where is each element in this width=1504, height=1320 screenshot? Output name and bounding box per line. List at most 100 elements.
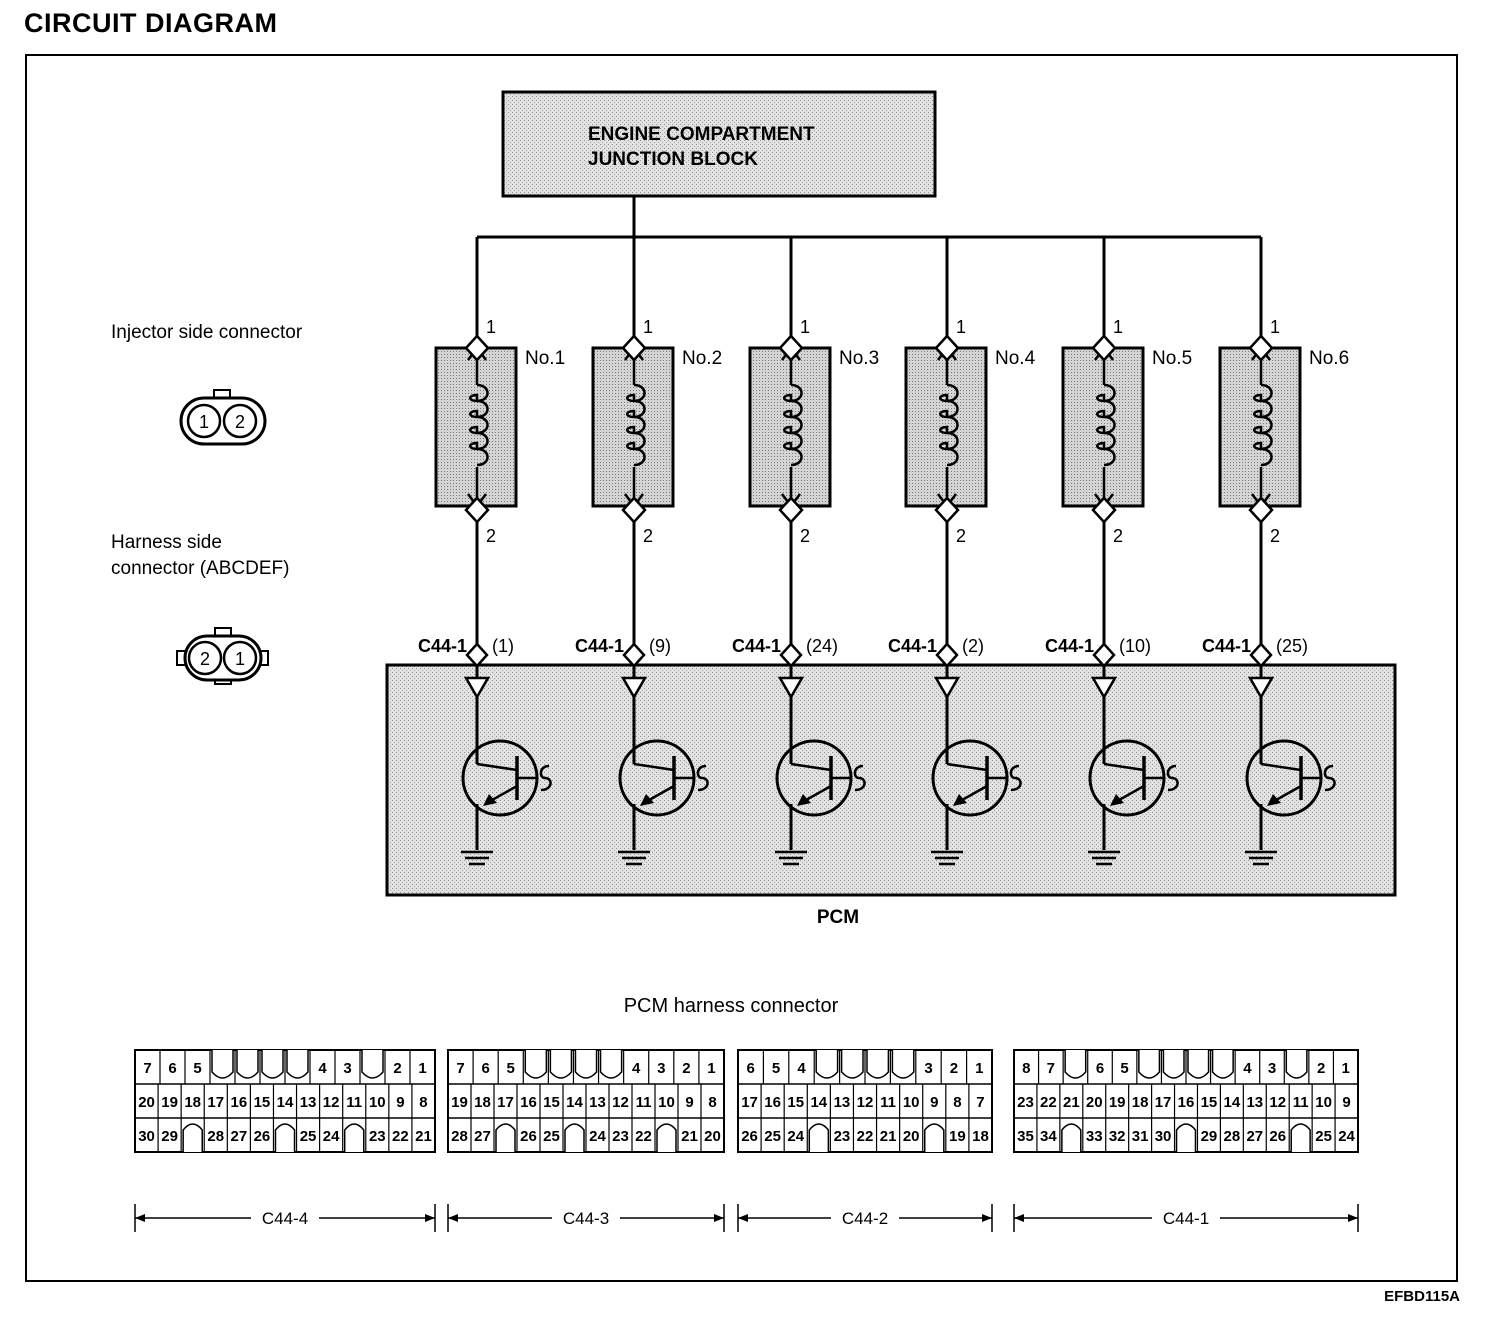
driver-transistor-icon (775, 666, 866, 866)
harness-pin-label: 11 (346, 1094, 362, 1111)
harness-pin-label: 25 (300, 1128, 317, 1145)
driver-transistor-icon (461, 666, 552, 866)
coil-icon (1096, 383, 1116, 467)
harness-pin-label: 24 (323, 1128, 340, 1145)
harness-pin-label: 1 (1342, 1060, 1350, 1077)
pcm-pin-number-label: (1) (492, 636, 514, 656)
harness-pin-label: 10 (369, 1094, 386, 1111)
harness-pin-label: 15 (543, 1094, 560, 1111)
harness-pin-label: 21 (880, 1128, 897, 1145)
harness-pin-label: 18 (972, 1128, 989, 1145)
harness-connector-name: C44-2 (842, 1209, 888, 1228)
harness-side-connector-symbol: 2 1 (176, 627, 269, 685)
harness-pin-label: 25 (543, 1128, 560, 1145)
pcm-pin-number-label: (25) (1276, 636, 1308, 656)
pcm-pin-1: C44-1(1) (418, 636, 514, 668)
harness-pin-label: 1 (418, 1060, 426, 1077)
harness-pin-label: 7 (456, 1060, 464, 1077)
harness-pin-label: 17 (207, 1094, 224, 1111)
harness-pin-label: 10 (658, 1094, 675, 1111)
harness-pin-label: 12 (612, 1094, 629, 1111)
harness-pin-label: 34 (1040, 1128, 1057, 1145)
harness-pin-label: 13 (1246, 1094, 1263, 1111)
harness-pin-label: 11 (880, 1094, 896, 1111)
harness-pin-label: 23 (834, 1128, 851, 1145)
harness-pin-label: 15 (787, 1094, 804, 1111)
injector-side-connector-label: Injector side connector (111, 322, 303, 343)
pcm-connector-label: C44-1 (1202, 636, 1251, 656)
harness-pin-label: 7 (976, 1094, 984, 1111)
harness-pin-label: 4 (318, 1060, 327, 1077)
harness-pin-label: 5 (193, 1060, 201, 1077)
harness-pin-label: 9 (396, 1094, 404, 1111)
harness-pin-label: 25 (1315, 1128, 1332, 1145)
harness-pin-label: 1 (975, 1060, 983, 1077)
harness-pin-label: 31 (1132, 1128, 1149, 1145)
harness-pin-label: 26 (1269, 1128, 1286, 1145)
harness-pin-label: 13 (834, 1094, 851, 1111)
harness-pin-label: 8 (708, 1094, 716, 1111)
harness-pin-label: 20 (138, 1094, 155, 1111)
injector-pin-2: 2 (235, 412, 245, 432)
injector-pin-top-label: 1 (1270, 317, 1280, 337)
harness-pin-label: 2 (682, 1060, 690, 1077)
harness-pin-label: 22 (857, 1128, 874, 1145)
coil-icon (469, 383, 489, 467)
injector-name-label: No.2 (682, 348, 722, 369)
harness-pin-label: 4 (1243, 1060, 1252, 1077)
injector-pin-bottom-label: 2 (800, 526, 810, 546)
harness-pin-label: 7 (1047, 1060, 1055, 1077)
harness-pin-label: 2 (393, 1060, 401, 1077)
harness-pin-label: 21 (1063, 1094, 1080, 1111)
injector-pin-top-label: 1 (1113, 317, 1123, 337)
injector-name-label: No.6 (1309, 348, 1349, 369)
harness-pin-label: 18 (184, 1094, 201, 1111)
pcm-pin-3: C44-1(24) (732, 636, 838, 668)
injector-pin-top-label: 1 (956, 317, 966, 337)
driver-transistor-icon (1245, 666, 1336, 866)
harness-pin-label: 9 (685, 1094, 693, 1111)
harness-pin-label: 3 (343, 1060, 351, 1077)
injector-name-label: No.4 (995, 348, 1036, 369)
harness-pin-label: 8 (419, 1094, 427, 1111)
harness-pin-label: 29 (161, 1128, 178, 1145)
diagram-border (25, 54, 1458, 1282)
driver-transistor-icon (1088, 666, 1179, 866)
harness-pin-label: 4 (797, 1060, 806, 1077)
pcm-connector-label: C44-1 (575, 636, 624, 656)
pcm-pin-6: C44-1 (25) (1202, 636, 1308, 668)
harness-pin-label: 18 (1132, 1094, 1149, 1111)
harness-pin-label: 8 (1022, 1060, 1030, 1077)
junction-block-line2: JUNCTION BLOCK (588, 149, 758, 170)
coil-icon (1253, 383, 1273, 467)
injector-pin-1: 1 (199, 412, 209, 432)
harness-pin-label: 19 (161, 1094, 178, 1111)
harness-pin-label: 19 (1109, 1094, 1126, 1111)
pcm-pin-number-label: (24) (806, 636, 838, 656)
harness-pin-label: 19 (451, 1094, 468, 1111)
harness-pin-label: 21 (415, 1128, 432, 1145)
injector-pin-bottom-label: 2 (956, 526, 966, 546)
harness-pin-label: 30 (138, 1128, 155, 1145)
injector-4: 1 2 No.4 (904, 237, 1036, 655)
pcm-pins-layer: C44-1(1)C44-1(9)C44-1(24)C44-1(2)C44-1(1… (418, 636, 1308, 668)
harness-pin-label: 16 (764, 1094, 781, 1111)
harness-pin-label: 22 (1040, 1094, 1057, 1111)
harness-pin-label: 22 (392, 1128, 409, 1145)
injector-name-label: No.1 (525, 348, 565, 369)
harness-pin-label: 28 (207, 1128, 224, 1145)
harness-pin-label: 18 (474, 1094, 491, 1111)
harness-pin-label: 24 (787, 1128, 804, 1145)
harness-pin-label: 30 (1155, 1128, 1172, 1145)
coil-icon (626, 383, 646, 467)
harness-pin-label: 4 (632, 1060, 641, 1077)
harness-pin-label: 23 (1017, 1094, 1034, 1111)
harness-pin-label: 26 (254, 1128, 271, 1145)
power-bus (477, 196, 1261, 239)
harness-pin-label: 35 (1017, 1128, 1034, 1145)
